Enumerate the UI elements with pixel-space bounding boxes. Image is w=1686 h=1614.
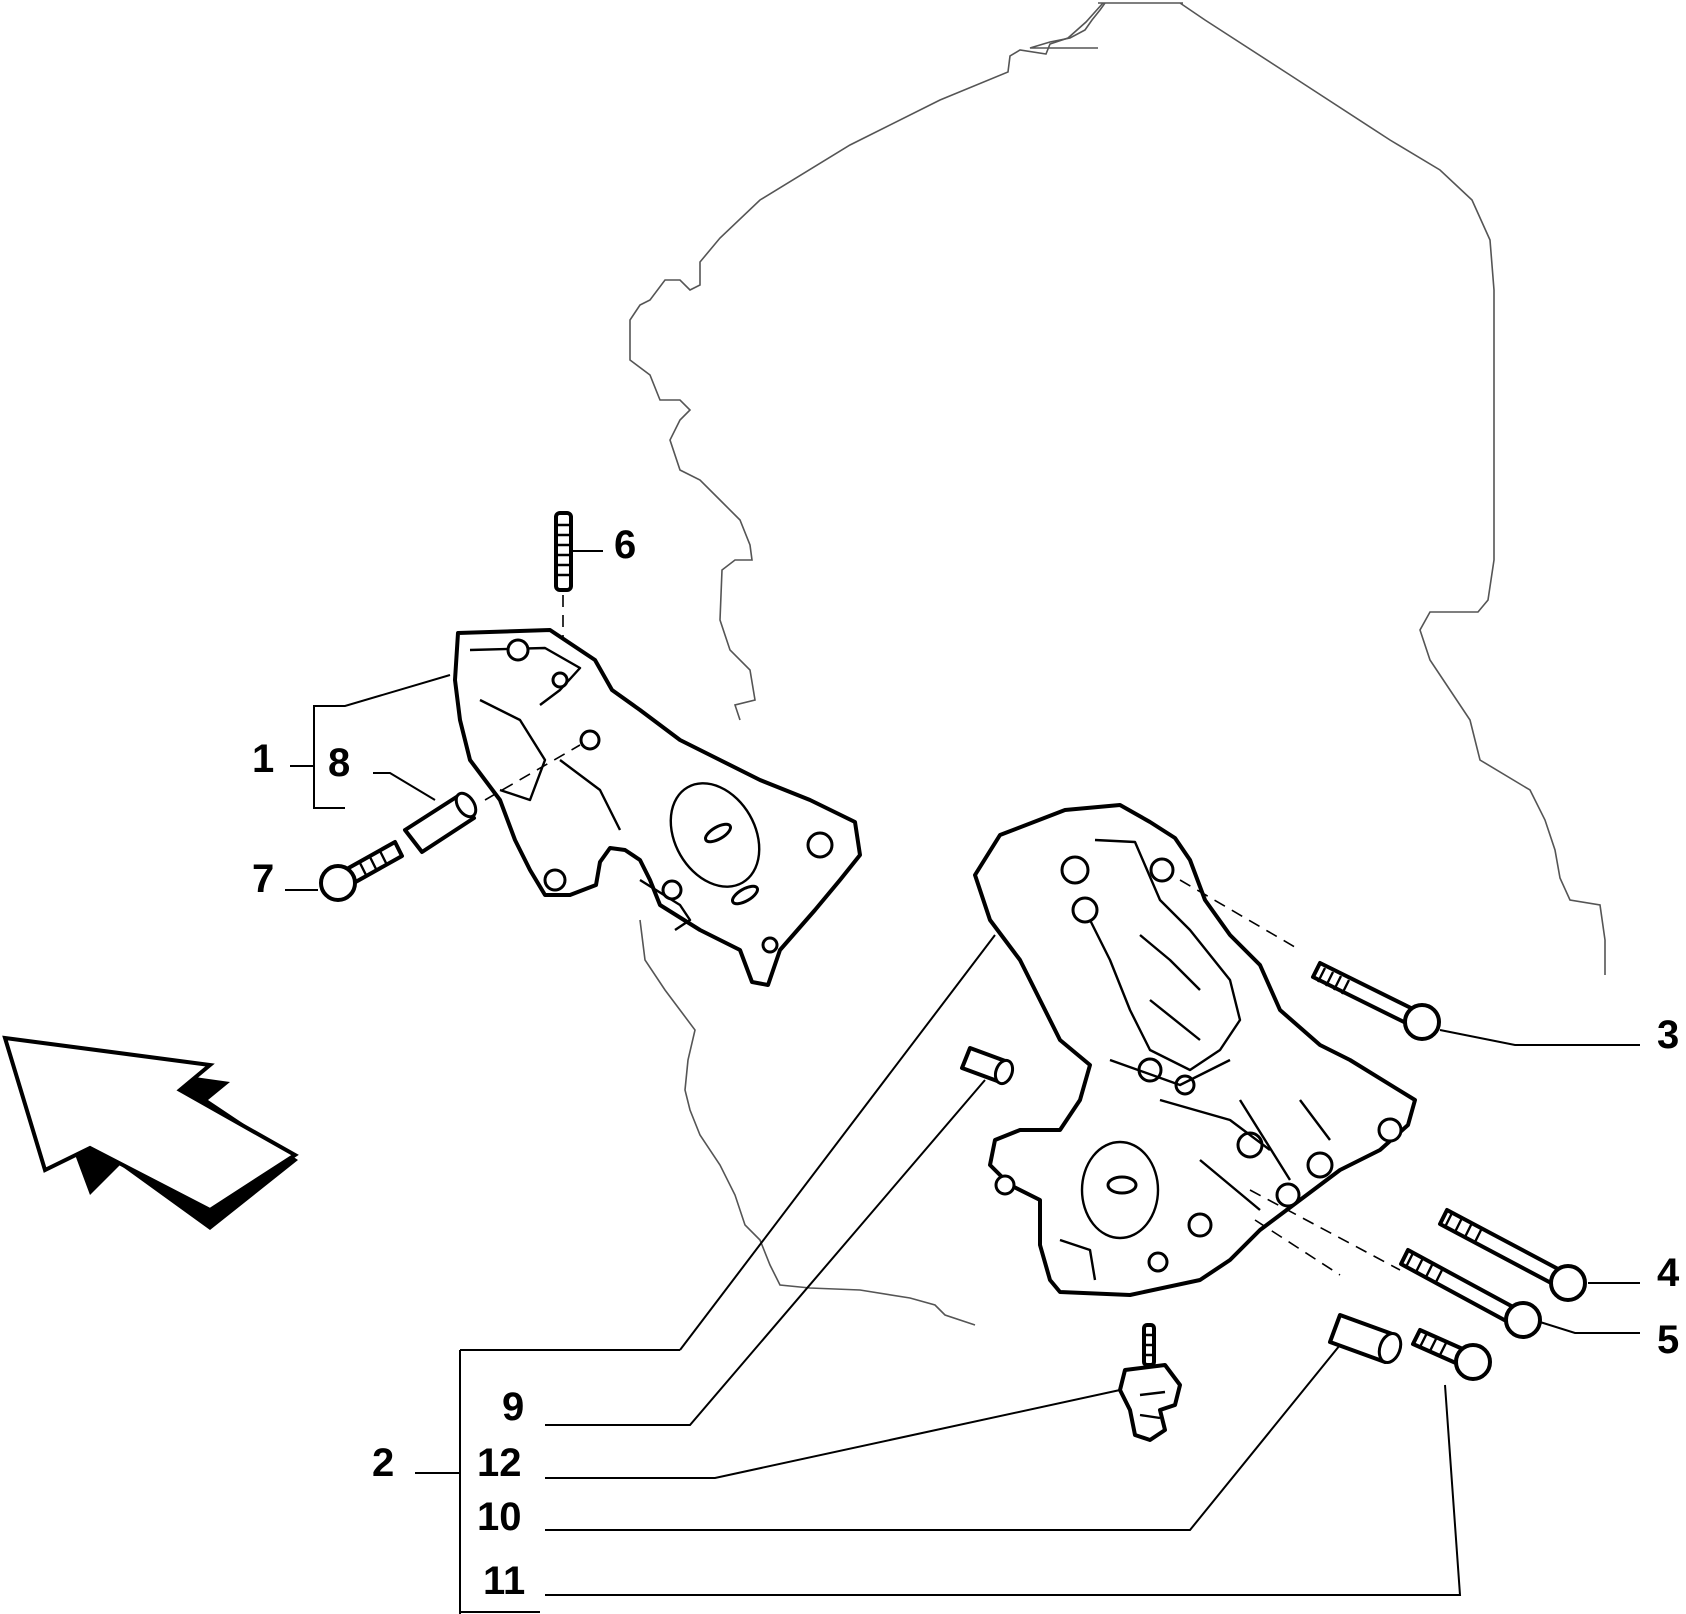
bushing-part-8	[403, 744, 581, 854]
callout-8: 8	[328, 741, 350, 785]
bolt-part-11	[1411, 1328, 1492, 1381]
callout-9: 9	[502, 1385, 524, 1429]
upper-bracket-part	[453, 628, 862, 987]
callout-3: 3	[1657, 1013, 1679, 1057]
callout-labels: 1 8 6 7 3 4 5 2 9 12 10 11	[252, 523, 1680, 1603]
callout-5: 5	[1657, 1318, 1679, 1362]
bolt-part-3	[1311, 961, 1441, 1041]
callout-2: 2	[372, 1441, 394, 1485]
bushing-part-10	[1328, 1313, 1403, 1365]
callout-10: 10	[477, 1495, 522, 1539]
leader-lines	[285, 550, 1640, 1614]
callout-6: 6	[614, 523, 636, 567]
bolt-part-5	[1399, 1248, 1542, 1339]
callout-4: 4	[1657, 1251, 1680, 1295]
direction-arrow-icon	[2, 1035, 299, 1230]
callout-11: 11	[483, 1559, 525, 1603]
bushing-part-9	[960, 1046, 1015, 1086]
callout-12: 12	[477, 1441, 522, 1485]
callout-7: 7	[252, 857, 274, 901]
clip-part-12	[1118, 1323, 1182, 1442]
lower-bracket-part	[973, 803, 1417, 1297]
bolt-part-7	[319, 840, 404, 902]
stud-part	[554, 511, 573, 640]
callout-1: 1	[252, 737, 274, 781]
bolt-part-4	[1438, 1208, 1587, 1302]
engine-outline	[629, 2, 1606, 1326]
